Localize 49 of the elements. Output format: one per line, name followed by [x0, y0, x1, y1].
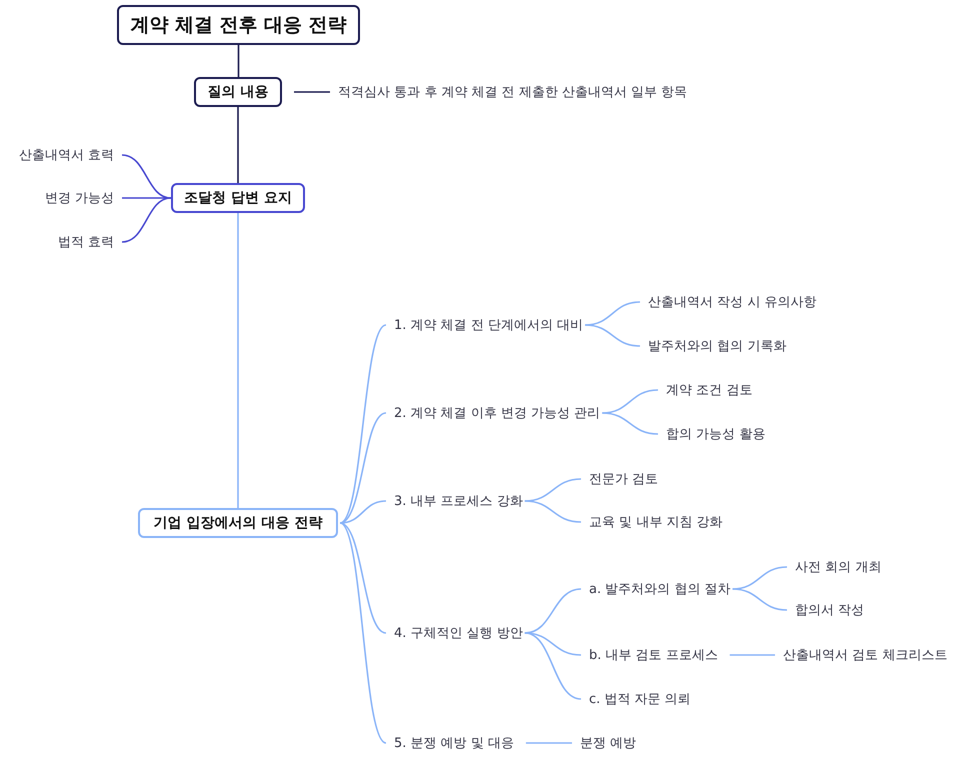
connector-line [340, 522, 386, 744]
connector-line [602, 389, 658, 414]
branch-label: 2. 계약 체결 이후 변경 가능성 관리 [394, 404, 600, 422]
connector-line [524, 632, 582, 656]
branch-label: 산출내역서 작성 시 유의사항 [648, 293, 816, 311]
branch-label: 3. 내부 프로세스 강화 [394, 492, 523, 510]
connector-line [524, 478, 582, 502]
connector-line [585, 324, 640, 347]
connector-line [524, 588, 582, 634]
branch-label: 법적 효력 [58, 233, 114, 251]
topic-box: 질의 내용 [194, 77, 282, 107]
connector-line [526, 742, 572, 744]
topic-box: 기업 입장에서의 대응 전략 [138, 508, 338, 538]
branch-label: 합의 가능성 활용 [666, 425, 766, 443]
root-topic-box: 계약 체결 전후 대응 전략 [117, 5, 360, 45]
connector-line [732, 566, 788, 590]
connector-line [237, 107, 239, 183]
branch-label: 산출내역서 효력 [18, 146, 114, 164]
connector-line [294, 91, 330, 93]
branch-label: 발주처와의 협의 기록화 [648, 337, 786, 355]
connector-line [732, 588, 788, 611]
connector-line [585, 301, 640, 326]
branch-label: c. 법적 자문 의뢰 [589, 690, 691, 708]
topic-box: 조달청 답변 요지 [171, 183, 305, 213]
connector-line [524, 500, 582, 523]
connector-line [238, 45, 240, 77]
branch-label: 5. 분쟁 예방 및 대응 [394, 734, 514, 752]
connector-line [340, 412, 386, 524]
branch-label: 합의서 작성 [795, 601, 864, 619]
connector-line [524, 632, 582, 700]
branch-label: a. 발주처와의 협의 절차 [589, 580, 730, 598]
branch-label: 산출내역서 검토 체크리스트 [783, 646, 948, 664]
connector-line [730, 654, 775, 656]
branch-label: 1. 계약 체결 전 단계에서의 대비 [394, 316, 584, 334]
connector-line [122, 197, 171, 199]
connector-line [602, 412, 658, 435]
branch-label: b. 내부 검토 프로세스 [589, 646, 718, 664]
connector-line [122, 197, 172, 243]
branch-label: 계약 조건 검토 [666, 381, 752, 399]
branch-label: 4. 구체적인 실행 방안 [394, 624, 523, 642]
branch-label: 적격심사 통과 후 계약 체결 전 제출한 산출내역서 일부 항목 [338, 83, 688, 101]
branch-label: 분쟁 예방 [580, 734, 636, 752]
branch-label: 전문가 검토 [589, 470, 658, 488]
branch-label: 변경 가능성 [44, 189, 114, 207]
connector-line [340, 324, 386, 524]
connector-line [340, 522, 386, 634]
branch-label: 사전 회의 개최 [795, 558, 882, 576]
connector-line [237, 213, 239, 508]
branch-label: 교육 및 내부 지침 강화 [589, 513, 723, 531]
